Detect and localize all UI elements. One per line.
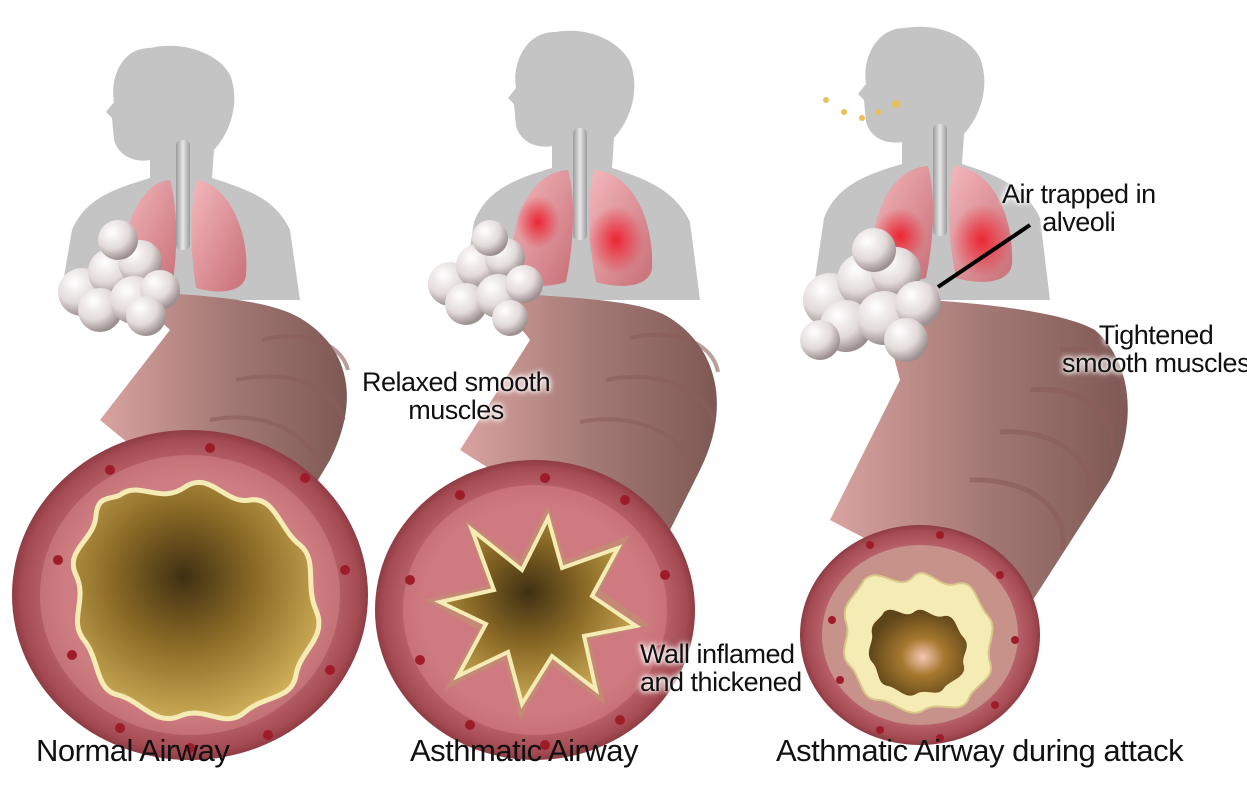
- trachea: [573, 128, 587, 240]
- airway-cross-section-icon: [12, 430, 368, 760]
- relaxed-smooth-muscles-label: Relaxed smooth muscles: [362, 368, 550, 425]
- relaxed-line-1: Relaxed smooth: [362, 368, 550, 396]
- wall-line-2: and thickened: [640, 668, 802, 696]
- allergen-particle-icon: [892, 100, 900, 108]
- wall-line-1: Wall inflamed: [640, 640, 802, 668]
- allergen-particle-icon: [823, 97, 829, 103]
- caption-normal-airway: Normal Airway: [36, 735, 229, 768]
- panel-attack: [800, 27, 1128, 745]
- allergen-particle-icon: [875, 109, 881, 115]
- inflamed-area: [516, 196, 560, 248]
- trachea: [176, 140, 190, 250]
- tightened-line-2: smooth muscles: [1062, 349, 1247, 377]
- allergen-particle-icon: [841, 109, 847, 115]
- caption-asthmatic-attack: Asthmatic Airway during attack: [776, 735, 1183, 768]
- panel-normal: [12, 46, 368, 760]
- airway-cross-section-icon: [375, 460, 695, 760]
- wall-inflamed-label: Wall inflamed and thickened: [640, 640, 802, 697]
- relaxed-line-2: muscles: [362, 396, 550, 424]
- air-trapped-line-1: Air trapped in: [1002, 180, 1156, 208]
- allergen-particle-icon: [859, 115, 865, 121]
- trachea: [933, 124, 947, 236]
- air-trapped-label: Air trapped in alveoli: [1002, 180, 1156, 237]
- tightened-line-1: Tightened: [1062, 321, 1247, 349]
- inflamed-area: [588, 206, 644, 274]
- airway-cross-section-icon: [800, 525, 1040, 745]
- tightened-smooth-muscles-label: Tightened smooth muscles: [1062, 321, 1247, 378]
- caption-asthmatic-airway: Asthmatic Airway: [410, 735, 638, 768]
- air-trapped-line-2: alveoli: [1002, 208, 1156, 236]
